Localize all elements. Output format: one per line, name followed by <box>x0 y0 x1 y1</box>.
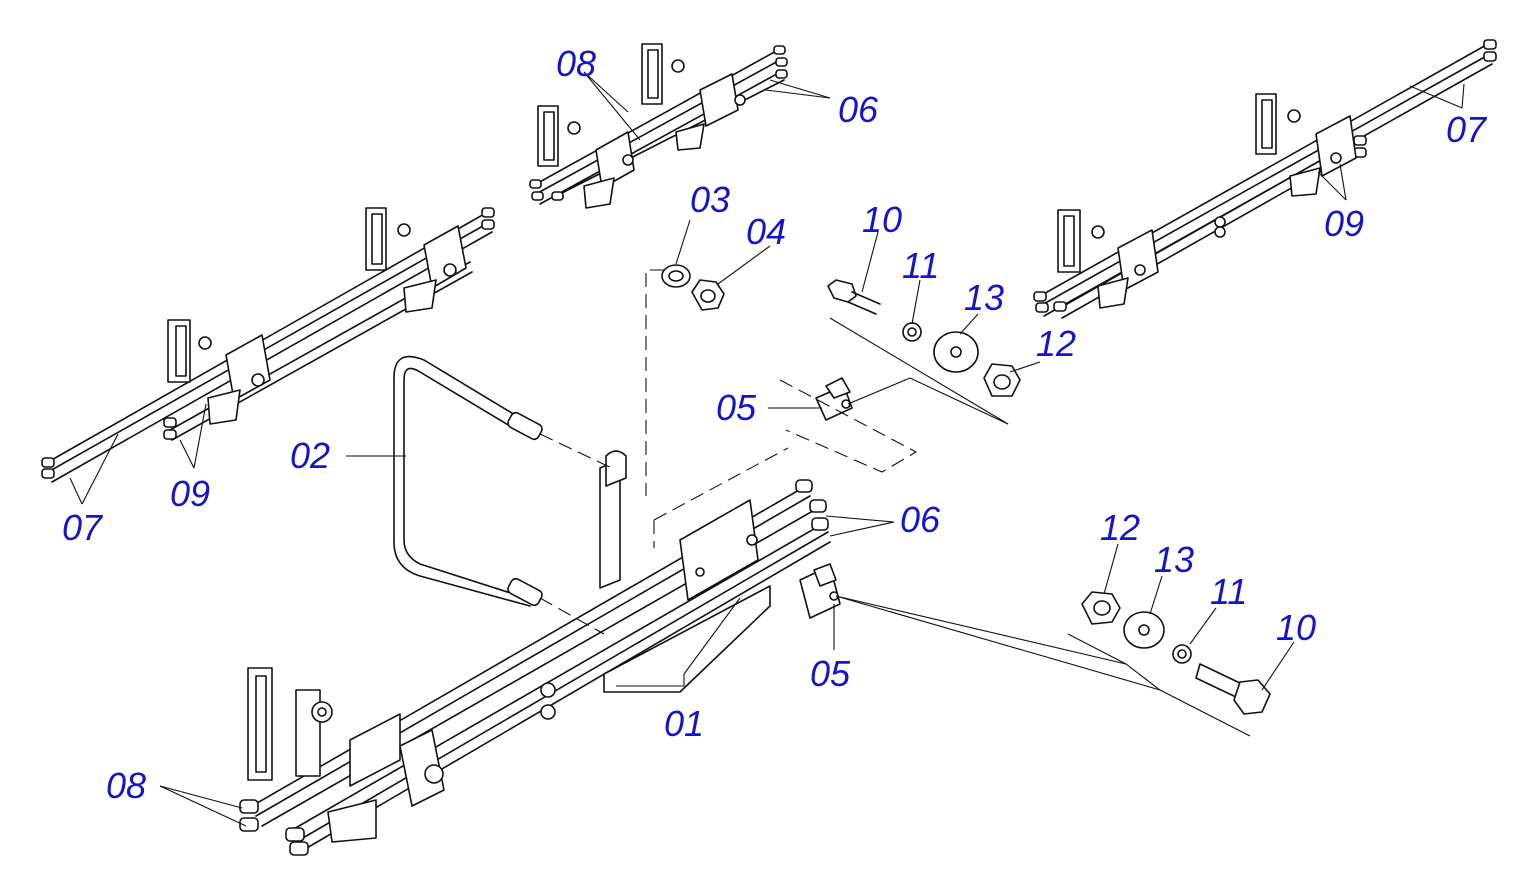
callout-06-bottom: 06 <box>900 499 941 540</box>
callout-02: 02 <box>290 435 330 476</box>
callout-12-bottom: 12 <box>1100 507 1140 548</box>
callout-04: 04 <box>746 211 786 252</box>
callout-01: 01 <box>664 703 704 744</box>
callout-11-bottom: 11 <box>1210 571 1247 612</box>
callout-09-left: 09 <box>170 473 210 514</box>
callout-03: 03 <box>690 179 730 220</box>
assembly-dash-lines <box>539 269 918 635</box>
callout-06-top: 06 <box>838 89 879 130</box>
callout-10-bottom: 10 <box>1276 607 1316 648</box>
callout-10-top: 10 <box>862 199 902 240</box>
callout-08-bottom: 08 <box>106 765 146 806</box>
leader-lines <box>69 71 1465 827</box>
callout-11-top: 11 <box>902 245 939 286</box>
callout-12-top: 12 <box>1036 323 1076 364</box>
right-hose-rail-assembly <box>1033 39 1497 319</box>
callout-07-right: 07 <box>1446 109 1488 150</box>
callout-13-bottom: 13 <box>1154 539 1194 580</box>
callout-labels: 01 02 03 04 05 05 06 06 07 07 08 08 09 0… <box>62 43 1488 806</box>
callout-07-left: 07 <box>62 507 104 548</box>
callout-05-top: 05 <box>716 387 757 428</box>
top-center-hose-rail-assembly <box>529 43 788 209</box>
callout-09-right: 09 <box>1324 203 1364 244</box>
callout-05-bottom: 05 <box>810 653 851 694</box>
callout-13-top: 13 <box>964 277 1004 318</box>
hardware-bottom <box>799 563 1271 715</box>
left-hose-rail-assembly <box>41 207 495 483</box>
main-boom-assembly <box>239 355 831 856</box>
callout-08-top: 08 <box>556 43 596 84</box>
